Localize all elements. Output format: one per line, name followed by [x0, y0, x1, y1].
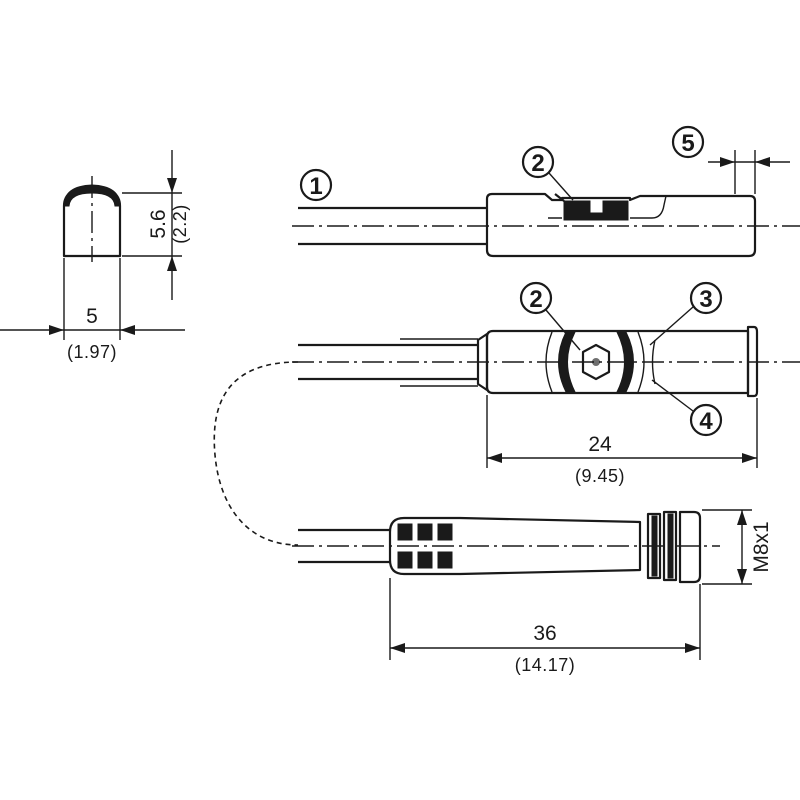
- connector-grip-top-2: [417, 523, 433, 541]
- dim-24-mm-label: 24: [588, 433, 612, 456]
- connector-body: [388, 516, 642, 576]
- callout-5-label: 5: [681, 130, 694, 157]
- dim-36-mm-label: 36: [533, 622, 556, 645]
- callout-3-leader: [649, 306, 694, 346]
- side-groove: [548, 195, 667, 219]
- top-end-cap: [746, 325, 759, 398]
- connector-grip-bottom-3: [437, 551, 453, 569]
- callout-2-mid-leader: [545, 309, 581, 351]
- top-screw-hex: [581, 343, 611, 381]
- callout-3-label: 3: [699, 286, 712, 313]
- height-mm-label: 5.6: [147, 209, 170, 238]
- callout-2-mid-label: 2: [529, 286, 542, 313]
- connector-grip-bottom-2: [417, 551, 433, 569]
- callout-1-label: 1: [309, 173, 322, 200]
- callout-3-circle: [689, 281, 723, 315]
- callout-2-top-circle: [521, 145, 555, 179]
- side-screw-slot: [590, 200, 603, 213]
- cable-dashed-loop: [213, 361, 299, 546]
- width-mm-label: 5: [86, 305, 98, 328]
- callout-5-circle: [671, 125, 705, 159]
- side-housing: [485, 192, 757, 258]
- top-screw-dot: [592, 358, 600, 366]
- end-view: 5.6 (2.2) 5 (1.97): [0, 150, 190, 362]
- dim-24-in-label: (9.45): [575, 466, 625, 486]
- connector-grip-bottom-1: [397, 551, 413, 569]
- side-screw-top-line: [554, 193, 565, 202]
- callout-2-top-label: 2: [531, 150, 544, 177]
- end-view-cap: [63, 184, 121, 207]
- width-in-label: (1.97): [67, 342, 117, 362]
- height-in-label: (2.2): [170, 204, 190, 244]
- callout-4-label: 4: [699, 408, 713, 435]
- top-housing: [485, 329, 750, 395]
- thread-label: M8x1: [750, 521, 773, 572]
- callout-2-mid-circle: [519, 281, 553, 315]
- callout-4-circle: [689, 403, 723, 437]
- connector-nut: [646, 510, 678, 582]
- top-view: 2 3 4 24 (9.45): [292, 281, 800, 486]
- callout-4-leader: [651, 379, 694, 412]
- connector-grip-top-1: [397, 523, 413, 541]
- connector-grip-top-3: [437, 523, 453, 541]
- side-view: 1 2 5: [292, 125, 800, 258]
- connector-view: M8x1 36 (14.17): [213, 361, 773, 675]
- dim-36-in-label: (14.17): [515, 655, 576, 675]
- callout-2-top-leader: [548, 172, 574, 201]
- callout-1-circle: [299, 168, 333, 202]
- connector-coupling: [678, 510, 702, 584]
